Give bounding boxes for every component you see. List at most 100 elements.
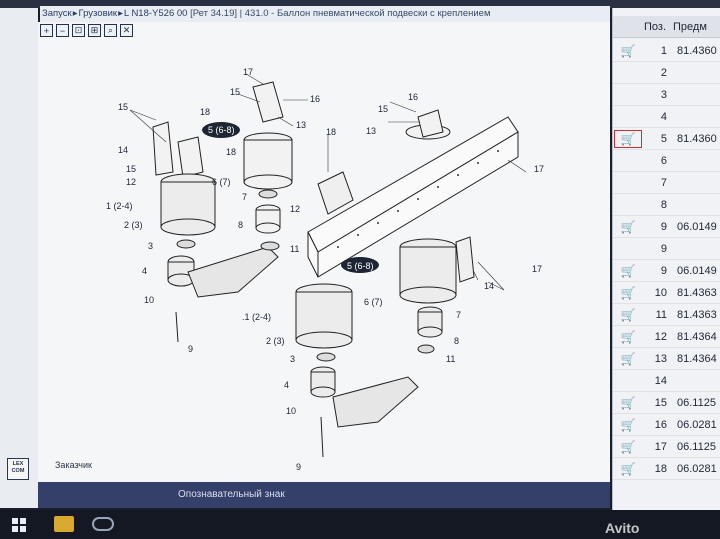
add-to-cart-icon[interactable]: 🛒 (620, 439, 636, 454)
breadcrumb-item-start[interactable]: Запуск (42, 8, 72, 19)
diagram-label: 12 (126, 177, 136, 187)
table-row[interactable]: 8 (613, 194, 720, 216)
cart-cell[interactable]: 🛒 (613, 437, 643, 457)
position-cell: 10 (654, 286, 667, 299)
breadcrumb-ref: [Рет 34.19] (190, 8, 238, 19)
cart-cell[interactable]: 🛒 (613, 327, 643, 347)
file-explorer-icon[interactable] (54, 516, 74, 532)
part-number-cell: 81.4360 (677, 44, 717, 57)
drawing-panel[interactable]: + − ⊡ ⊞ ⌕ ✕ (38, 22, 610, 508)
callout-5-top[interactable] (202, 122, 240, 138)
lower-right-arm (320, 376, 419, 458)
cart-cell[interactable]: 🛒 (613, 349, 643, 369)
zoom-in-icon[interactable]: + (40, 24, 53, 37)
add-to-cart-icon[interactable]: 🛒 (620, 219, 636, 234)
position-cell: 4 (660, 110, 667, 123)
add-to-cart-icon[interactable]: 🛒 (620, 351, 636, 366)
table-row[interactable]: 9 (613, 238, 720, 260)
position-cell: 1 (660, 44, 667, 57)
cart-cell[interactable]: 🛒 (613, 261, 643, 281)
diagram-label: 16 (408, 92, 418, 102)
callout-5-bottom[interactable] (341, 257, 379, 273)
cart-cell[interactable]: 🛒 (613, 459, 643, 479)
header-item[interactable]: Предм (673, 21, 707, 33)
zoom-out-icon[interactable]: − (56, 24, 69, 37)
zoom-window-icon[interactable]: ⊞ (88, 24, 101, 37)
header-position[interactable]: Поз. (644, 21, 666, 33)
add-to-cart-icon[interactable]: 🛒 (620, 263, 636, 278)
diagram-label: 3 (290, 354, 295, 364)
table-row[interactable]: 6 (613, 150, 720, 172)
table-row[interactable]: 3 (613, 84, 720, 106)
man-app-icon[interactable] (92, 517, 114, 531)
cart-cell[interactable]: 🛒 (613, 217, 643, 237)
breadcrumb-item-truck[interactable]: Грузовик (78, 8, 118, 19)
diagram-label: 8 (454, 336, 459, 346)
diagram-label: 7 (242, 192, 247, 202)
table-row[interactable]: 🛒 16 06.0281 (613, 414, 720, 436)
breadcrumb-item-model[interactable]: L N18-Y526 00 (123, 8, 188, 19)
position-cell: 2 (660, 66, 667, 79)
cart-cell[interactable]: 🛒 (613, 41, 643, 61)
add-to-cart-icon[interactable]: 🛒 (620, 43, 636, 58)
table-row[interactable]: 4 (613, 106, 720, 128)
zoom-fit-icon[interactable]: ⊡ (72, 24, 85, 37)
diagram-label: 13 (296, 120, 306, 130)
search-icon[interactable]: ⌕ (104, 24, 117, 37)
position-cell: 18 (654, 462, 667, 475)
table-row[interactable]: 🛒 1 81.4360 (613, 40, 720, 62)
add-to-cart-icon[interactable]: 🛒 (620, 131, 636, 146)
part-number-cell: 06.0281 (677, 418, 717, 431)
diagram-label: 11 (446, 354, 455, 364)
position-cell: 17 (654, 440, 667, 453)
cart-cell[interactable]: 🛒 (613, 305, 643, 325)
table-row[interactable]: 7 (613, 172, 720, 194)
table-row[interactable]: 2 (613, 62, 720, 84)
left-lower-arm (175, 246, 279, 343)
cart-cell (613, 63, 643, 83)
exploded-parts-diagram: 15 17 15 16 13 18 18 14 15 12 1 (2-4) 2 … (106, 67, 544, 472)
position-cell: 16 (654, 418, 667, 431)
position-cell: 7 (660, 176, 667, 189)
add-to-cart-icon[interactable]: 🛒 (620, 417, 636, 432)
table-row[interactable]: 14 (613, 370, 720, 392)
zoom-toolbar: + − ⊡ ⊞ ⌕ ✕ (40, 24, 133, 37)
add-to-cart-icon[interactable]: 🛒 (620, 307, 636, 322)
left-air-spring (160, 173, 216, 287)
reset-view-icon[interactable]: ✕ (120, 24, 133, 37)
diagram-label: 16 (310, 94, 320, 104)
add-to-cart-icon[interactable]: 🛒 (620, 285, 636, 300)
lexcom-logo: LEX COM (7, 458, 29, 480)
diagram-label: 9 (296, 462, 301, 472)
add-to-cart-icon[interactable]: 🛒 (620, 461, 636, 476)
part-number-cell: 06.0149 (677, 220, 717, 233)
diagram-label: 12 (290, 204, 300, 214)
right-side-plate (455, 236, 475, 283)
windows-start-icon[interactable] (12, 518, 26, 532)
cart-cell[interactable]: 🛒 (613, 393, 643, 413)
add-to-cart-icon[interactable]: 🛒 (620, 329, 636, 344)
diagram-label: 18 (200, 107, 210, 117)
breadcrumb-title: | 431.0 - Баллон пневматической подвески… (239, 8, 491, 19)
cart-cell[interactable]: 🛒 (613, 129, 643, 149)
diagram-label: 11 (290, 244, 299, 254)
position-cell: 11 (655, 308, 667, 321)
cart-cell[interactable]: 🛒 (613, 283, 643, 303)
diagram-label: 7 (456, 310, 461, 320)
diagram-label: .1 (2-4) (242, 312, 271, 322)
diagram-label: 9 (188, 344, 193, 354)
left-margin (0, 8, 38, 508)
cart-cell[interactable]: 🛒 (613, 415, 643, 435)
add-to-cart-icon[interactable]: 🛒 (620, 395, 636, 410)
middle-upper-bracket (243, 81, 293, 251)
